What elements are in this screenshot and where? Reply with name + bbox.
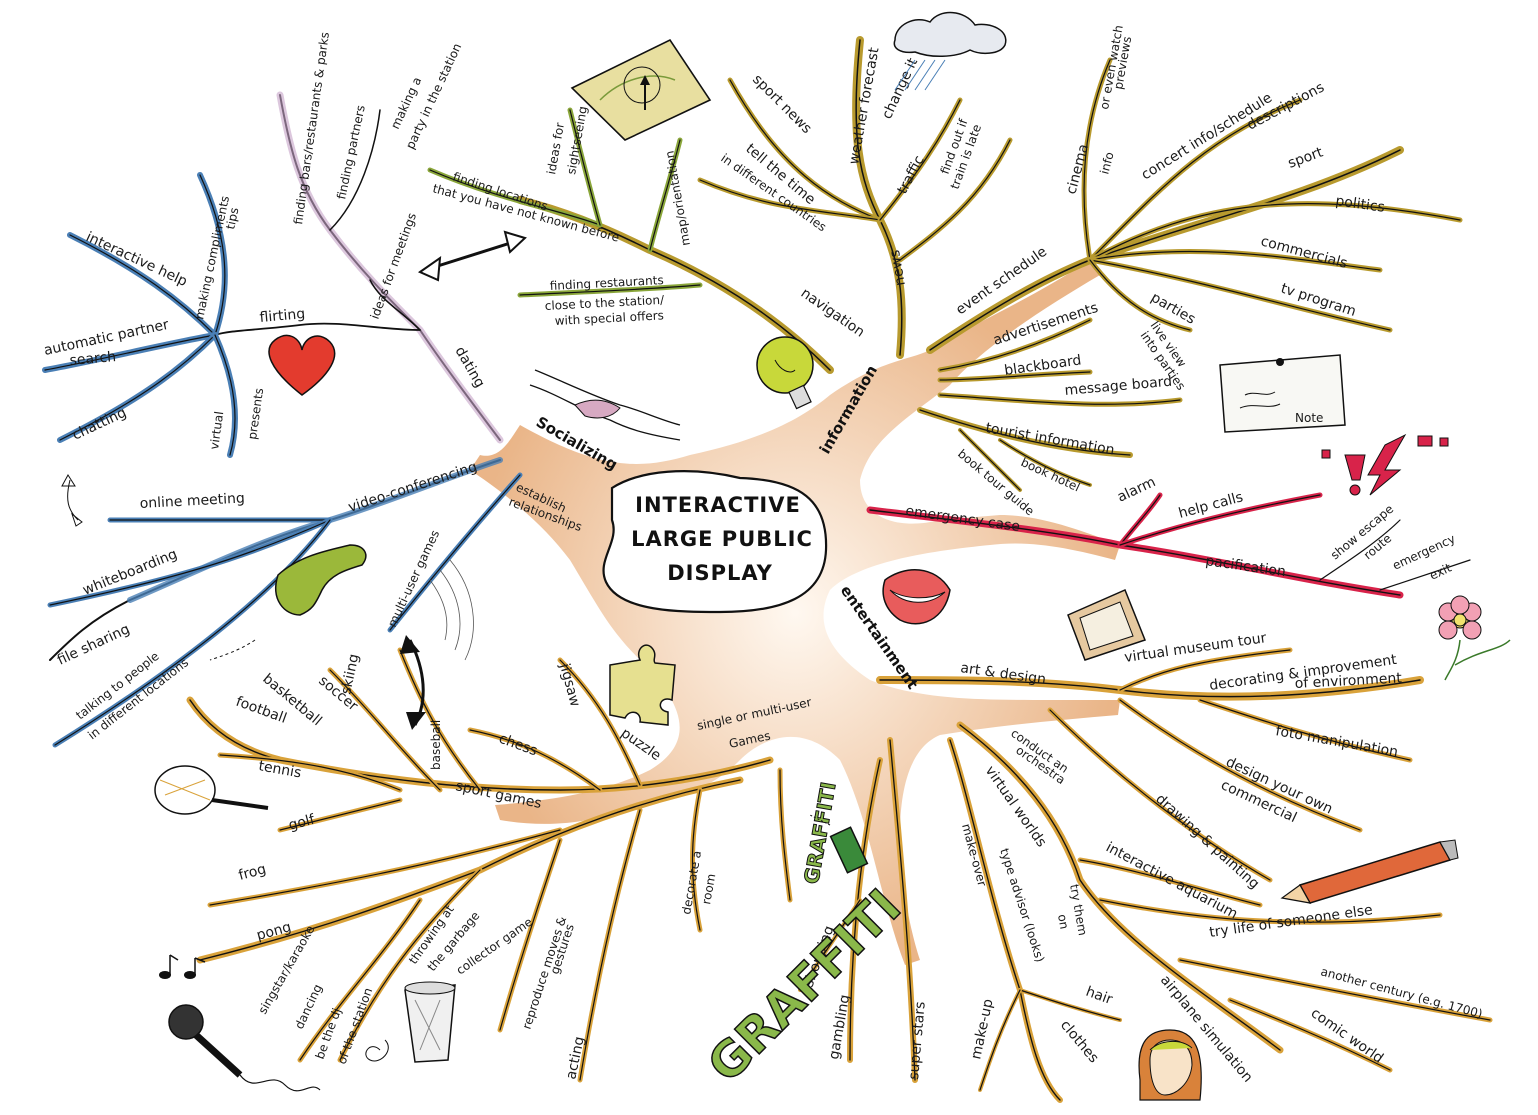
- label-alarm: alarm: [1115, 474, 1158, 505]
- label-finding-partners: finding partners: [334, 104, 368, 201]
- trash-can-icon: [405, 982, 455, 1062]
- label-room: room: [699, 873, 718, 906]
- graffiti-small-text: GRAFFITI: [799, 780, 841, 886]
- label-info: info: [1097, 150, 1116, 175]
- label-commercials: commercials: [1259, 233, 1349, 271]
- flower-icon: [1439, 596, 1510, 680]
- label-of-the-station: of the station: [335, 986, 376, 1066]
- label-dancing: dancing: [292, 982, 325, 1031]
- label-presents: presents: [245, 387, 266, 440]
- label-pacification: pacification: [1204, 553, 1286, 580]
- label-chatting: chatting: [70, 405, 129, 444]
- phone-icon: [210, 545, 366, 660]
- label-puzzle: puzzle: [618, 725, 664, 764]
- label-concert-info: concert info/schedule: [1139, 90, 1275, 184]
- label-sport: sport: [1286, 144, 1326, 172]
- label-golf: golf: [287, 811, 318, 834]
- label-automatic-partner-2: search: [69, 349, 117, 369]
- heart-icon: [269, 335, 335, 395]
- graffiti-text: GRAFFITI: [697, 879, 912, 1094]
- label-message-board: message board: [1064, 374, 1173, 399]
- label-flirting: flirting: [259, 306, 306, 326]
- label-baseball: baseball: [429, 720, 443, 770]
- light-bulb-icon: [757, 337, 813, 409]
- label-virtual-museum-tour: virtual museum tour: [1123, 630, 1267, 666]
- label-clothes: clothes: [1057, 1017, 1102, 1066]
- small-arrow-icon: [62, 475, 82, 526]
- label-book-hotel: book hotel: [1019, 455, 1082, 494]
- label-video-conferencing: video-conferencing: [346, 459, 479, 516]
- swirl-icon: [366, 1040, 388, 1061]
- label-chess: chess: [497, 731, 540, 760]
- note-text: Note: [1295, 411, 1323, 425]
- label-hair: hair: [1084, 984, 1115, 1008]
- label-online-meeting: online meeting: [139, 491, 245, 512]
- title-line-2: LARGE PUBLIC: [631, 527, 813, 551]
- label-jigsaw: jigsaw: [556, 661, 583, 709]
- double-arrow-icon: [420, 232, 525, 280]
- label-frog: frog: [237, 861, 268, 884]
- face-icon: [1139, 1030, 1201, 1100]
- note-icon: Note: [1220, 355, 1345, 432]
- label-foto-manipulation: foto manipulation: [1274, 723, 1399, 760]
- label-map-orientation: map/orientation: [662, 150, 693, 247]
- title-line-1: INTERACTIVE: [635, 493, 801, 517]
- alarm-icon: [1322, 435, 1448, 495]
- label-whiteboarding: whiteboarding: [81, 546, 180, 598]
- pencil-icon: [1282, 840, 1458, 903]
- label-on: on: [1055, 913, 1071, 930]
- label-ideas-for: ideas for: [544, 122, 567, 176]
- label-virtual: virtual: [207, 410, 226, 450]
- label-decorate-a: decorate a: [679, 850, 704, 916]
- label-make-over: make-over: [959, 822, 989, 888]
- label-exit: exit: [1427, 560, 1453, 582]
- label-interactive-help: interactive help: [83, 229, 189, 290]
- label-change-it: change it: [879, 55, 921, 121]
- label-traffic: traffic: [894, 153, 927, 197]
- label-weather-forecast: weather forecast: [846, 46, 882, 166]
- lips-icon: [883, 570, 950, 624]
- map-icon: [572, 40, 710, 140]
- label-navigation: navigation: [798, 285, 868, 341]
- label-tourist-information: tourist information: [984, 420, 1115, 458]
- title-line-3: DISPLAY: [667, 561, 773, 585]
- label-politics: politics: [1334, 193, 1385, 216]
- label-cinema: cinema: [1063, 142, 1092, 196]
- music-notes-icon: [159, 955, 205, 979]
- tennis-racket-icon: [155, 766, 268, 814]
